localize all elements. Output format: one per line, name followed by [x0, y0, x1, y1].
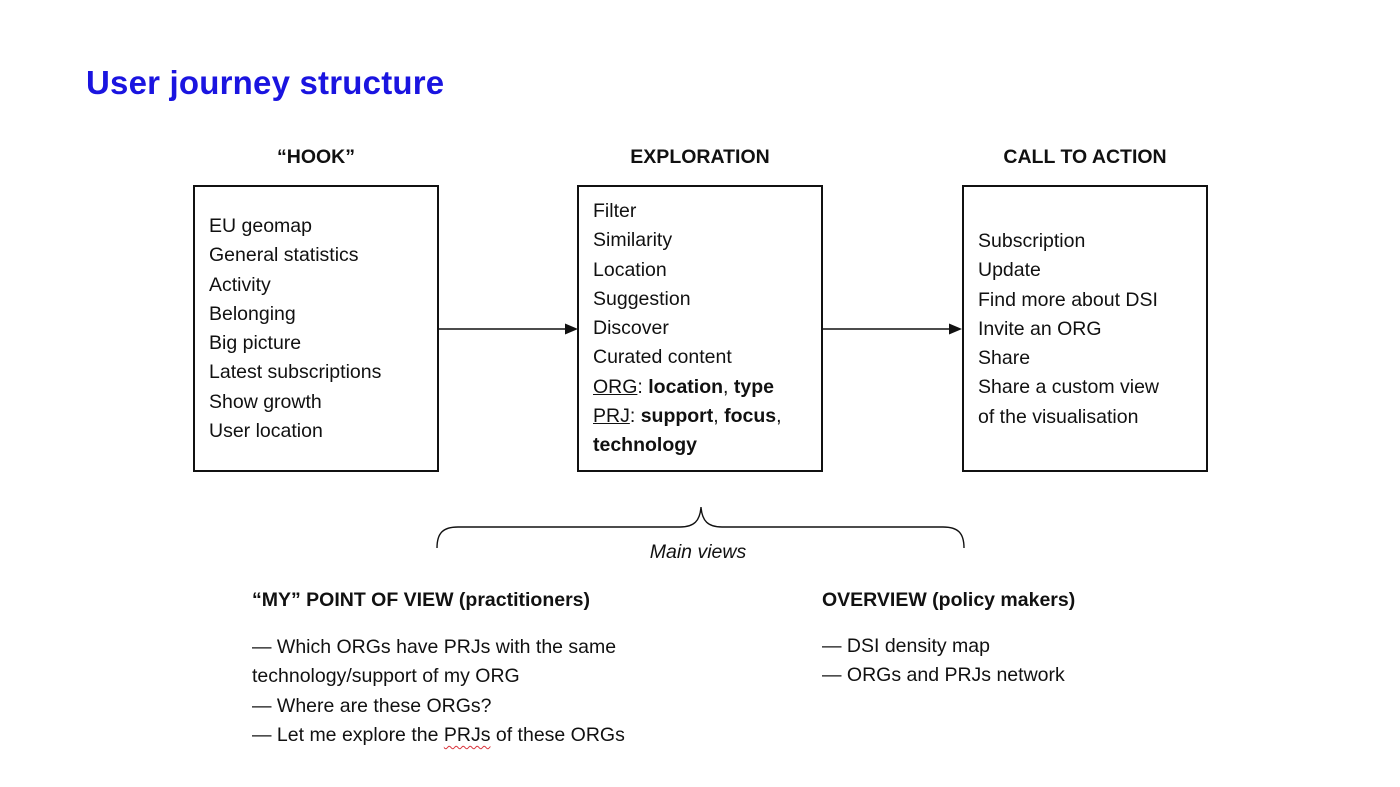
- call-to-action-box: Subscription Update Find more about DSI …: [962, 185, 1208, 472]
- my-point-of-view-list: — Which ORGs have PRJs with the same tec…: [252, 633, 625, 750]
- org-abbr: ORG: [593, 375, 638, 398]
- prj-comma: ,: [713, 405, 725, 428]
- cta-item: Find more about DSI: [978, 288, 1158, 311]
- prj-support: support: [640, 405, 714, 428]
- hook-item: Show growth: [209, 390, 322, 413]
- exploration-item: Similarity: [593, 229, 673, 252]
- pov-text: — Let me explore the: [252, 723, 444, 746]
- hook-heading: “HOOK”: [277, 146, 355, 168]
- overview-heading: OVERVIEW (policy makers): [822, 589, 1076, 611]
- cta-item: Update: [978, 259, 1041, 282]
- exploration-item: Location: [593, 258, 667, 281]
- hook-item: EU geomap: [209, 215, 312, 237]
- prj-technology: technology: [593, 434, 698, 457]
- overview-item: — ORGs and PRJs network: [822, 664, 1065, 687]
- org-type: type: [733, 375, 774, 398]
- pov-item-last: — Let me explore the PRJs of these ORGs: [252, 721, 625, 750]
- hook-list: EU geomap General statistics Activity Be…: [209, 212, 431, 446]
- pov-item: technology/support of my ORG: [252, 665, 520, 688]
- pov-item: — Which ORGs have PRJs with the same: [252, 636, 617, 658]
- org-comma: ,: [723, 375, 734, 398]
- hook-item: Belonging: [209, 302, 296, 325]
- exploration-heading: EXPLORATION: [630, 146, 770, 168]
- overview-item: — DSI density map: [822, 635, 990, 657]
- main-views-label: Main views: [649, 541, 747, 563]
- exploration-item: Discover: [593, 317, 669, 340]
- prj-comma: ,: [776, 405, 782, 428]
- pov-text: of these ORGs: [490, 723, 625, 746]
- spellcheck-flagged-word: PRJs: [443, 723, 491, 746]
- hook-item: Big picture: [209, 332, 302, 355]
- exploration-box: Filter Similarity Location Suggestion Di…: [577, 185, 823, 472]
- hook-box: EU geomap General statistics Activity Be…: [193, 185, 439, 472]
- exploration-prj-item: PRJ: support, focus,: [593, 402, 815, 431]
- exploration-item: Suggestion: [593, 287, 691, 310]
- hook-item: User location: [209, 420, 323, 443]
- prj-abbr: PRJ: [593, 405, 630, 428]
- my-point-of-view-heading: “MY” POINT OF VIEW (practitioners): [252, 589, 591, 611]
- exploration-item: Curated content: [593, 346, 732, 369]
- call-to-action-heading: CALL TO ACTION: [1003, 146, 1167, 168]
- cta-item: of the visualisation: [978, 405, 1139, 428]
- exploration-prj-technology: technology: [593, 431, 815, 460]
- cta-item: Share a custom view: [978, 376, 1159, 399]
- prj-sep: :: [629, 405, 641, 428]
- exploration-item: Filter: [593, 200, 637, 222]
- hook-item: Latest subscriptions: [209, 361, 382, 384]
- exploration-org-item: ORG: location, type: [593, 373, 815, 402]
- org-sep: :: [637, 375, 649, 398]
- exploration-list: Filter Similarity Location Suggestion Di…: [593, 197, 815, 461]
- prj-focus: focus: [724, 405, 777, 428]
- cta-item: Subscription: [978, 230, 1086, 252]
- call-to-action-list: Subscription Update Find more about DSI …: [978, 227, 1200, 432]
- cta-item: Invite an ORG: [978, 317, 1102, 340]
- cta-item: Share: [978, 347, 1031, 370]
- arrowhead-cta: [949, 323, 962, 335]
- overview-list: — DSI density map — ORGs and PRJs networ…: [822, 632, 1065, 691]
- page-title: User journey structure: [86, 64, 445, 101]
- org-location: location: [648, 375, 724, 398]
- hook-item: General statistics: [209, 244, 359, 267]
- pov-item: — Where are these ORGs?: [252, 694, 492, 717]
- hook-item: Activity: [209, 273, 271, 296]
